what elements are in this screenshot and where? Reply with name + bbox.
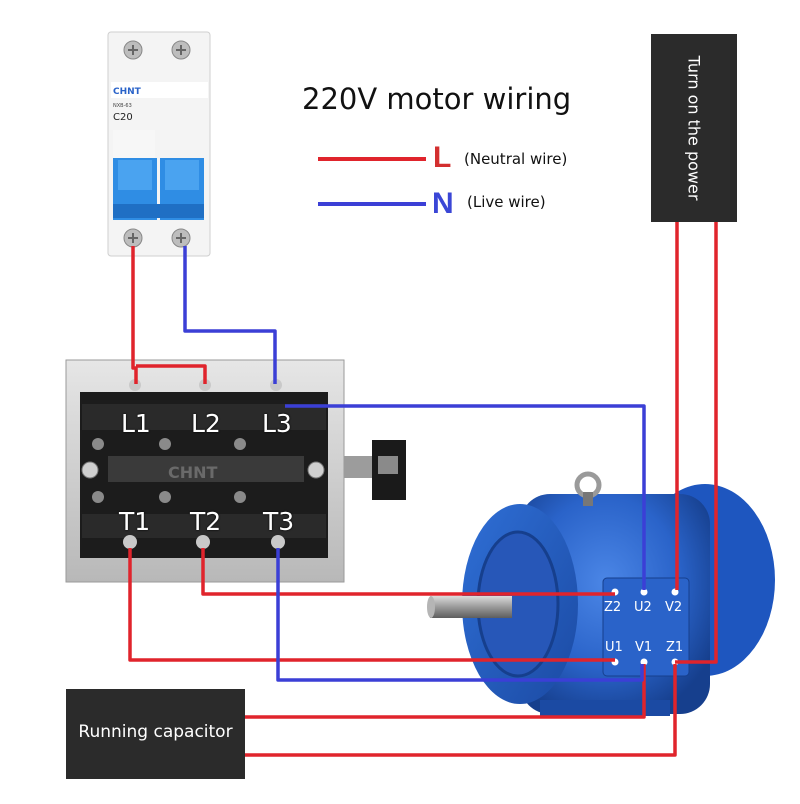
legend-n-letter: N (432, 187, 454, 220)
blue-wires (183, 246, 646, 682)
switch-brand: CHNT (168, 463, 218, 482)
motor-terminal-z2: Z2 (604, 600, 622, 615)
breaker-rating: C20 (113, 112, 133, 123)
motor-terminal-v2: V2 (665, 600, 683, 615)
breaker-brand: CHNT (113, 87, 142, 97)
capacitor-box: Running capacitor (66, 689, 245, 779)
page-title: 220V motor wiring (302, 82, 572, 116)
motor-terminal-v1: V1 (635, 640, 653, 655)
terminal-l2: L2 (191, 409, 221, 438)
terminal-t3: T3 (263, 507, 295, 536)
motor-terminal-z1: Z1 (666, 640, 684, 655)
power-label: Turn on the power (684, 55, 704, 201)
legend-l-letter: L (433, 141, 452, 174)
motor-terminal-u2: U2 (634, 600, 652, 615)
terminal-t2: T2 (190, 507, 222, 536)
red-wires (128, 222, 718, 757)
legend-l-text: (Neutral wire) (464, 150, 568, 168)
legend-n-text: (Live wire) (467, 193, 546, 211)
terminal-l3: L3 (262, 409, 292, 438)
power-box: Turn on the power (651, 34, 737, 222)
breaker-model: NXB-63 (113, 103, 132, 109)
capacitor-label: Running capacitor (78, 722, 233, 742)
terminal-l1: L1 (121, 409, 151, 438)
motor-terminal-u1: U1 (605, 640, 623, 655)
terminal-t1: T1 (119, 507, 151, 536)
circuit-breaker[interactable]: CHNT NXB-63 C20 (107, 31, 211, 257)
changeover-switch[interactable]: CHNT (65, 359, 406, 583)
